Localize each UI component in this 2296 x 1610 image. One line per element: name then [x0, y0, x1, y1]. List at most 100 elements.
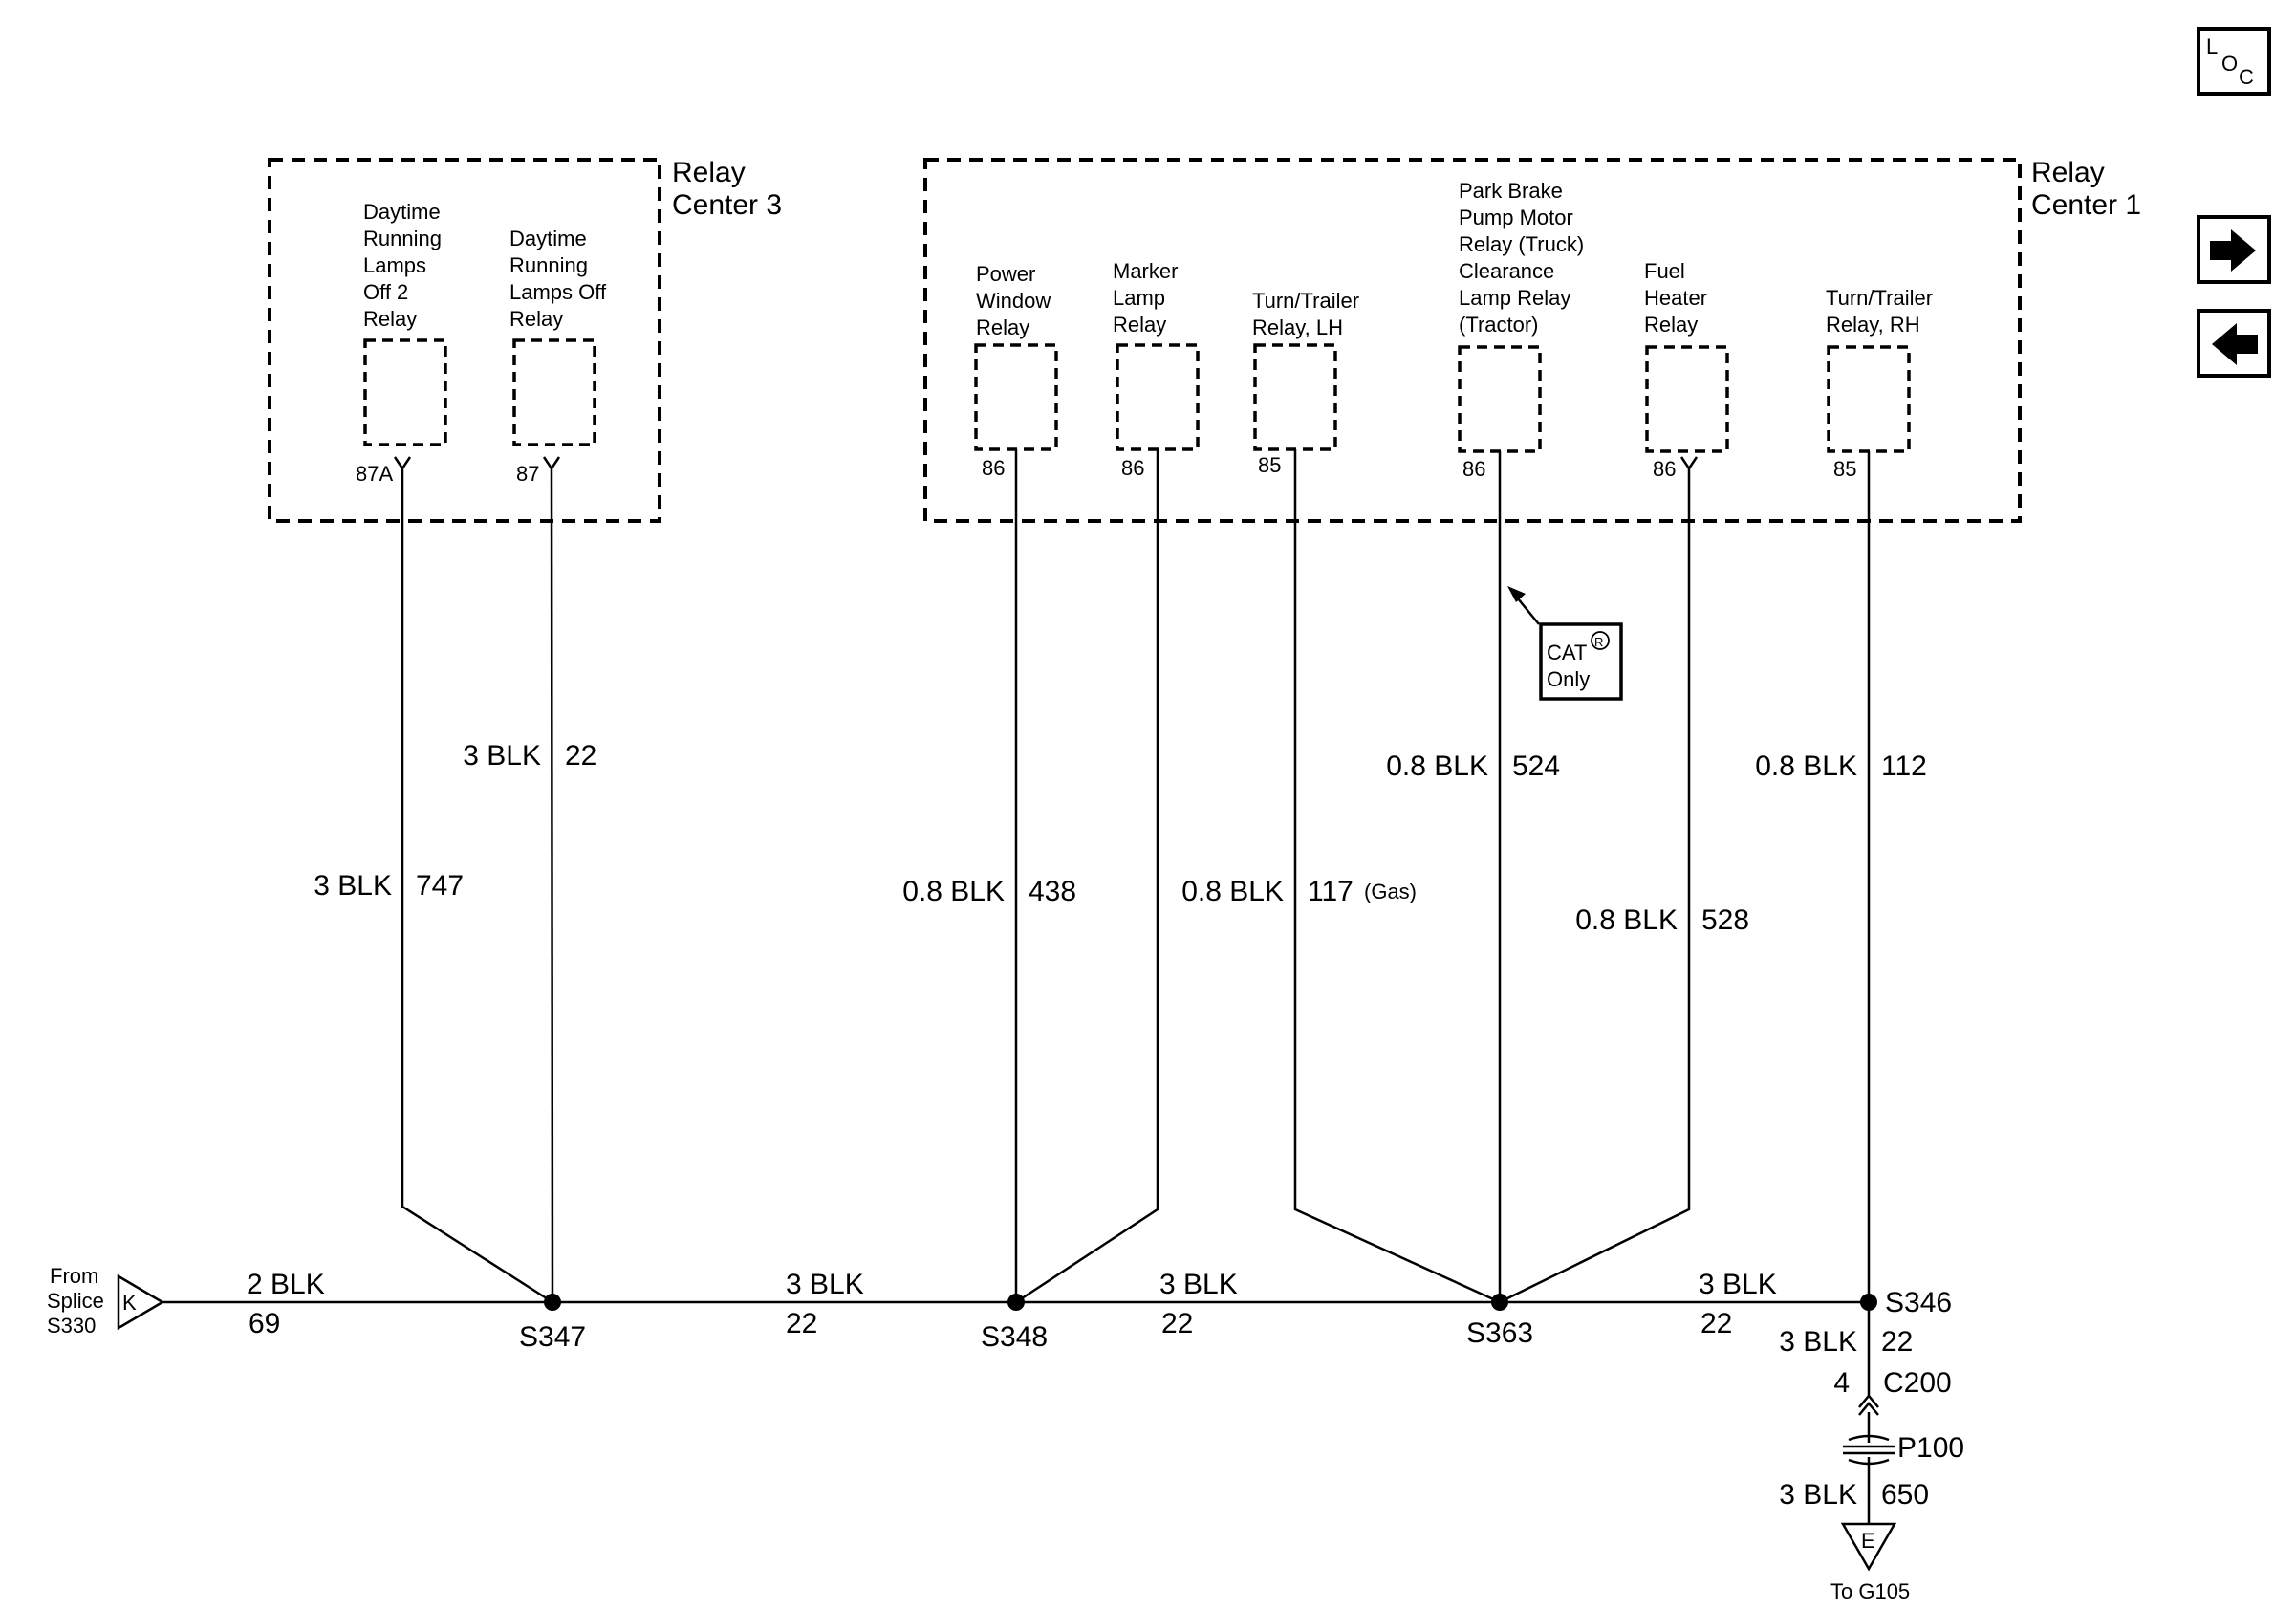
relay-label-line: Relay (Truck)	[1459, 232, 1584, 256]
bus-circuit: 69	[249, 1308, 280, 1339]
bus-gauge: 3 BLK	[1699, 1269, 1777, 1300]
relay-symbol	[1645, 345, 1729, 453]
splice-label: S346	[1885, 1287, 1952, 1318]
bus-label-22-c: 3 BLK 22	[1699, 1269, 1777, 1339]
wire-label-22-drl: 3 BLK 22	[463, 740, 596, 772]
ground-run: 3 BLK 22 4 C200 P100 3 BLK 650 E To G105	[1779, 1326, 1964, 1603]
arrow-right-icon	[2210, 229, 2256, 272]
wire-note: (Gas)	[1364, 880, 1417, 903]
wire-circuit: 117	[1308, 876, 1354, 907]
cat-note-line2: Only	[1547, 667, 1590, 691]
splice-s346: S346	[1860, 1287, 1952, 1318]
splice-label: S348	[981, 1321, 1048, 1353]
connector-triangle-icon	[117, 1273, 165, 1331]
from-splice-line2: Splice	[47, 1289, 104, 1313]
relay-center-3-label-line1: Relay	[672, 157, 746, 188]
next-page-button[interactable]	[2197, 215, 2271, 284]
wire-label-528: 0.8 BLK 528	[1575, 904, 1749, 936]
relay-label-line: Running	[509, 253, 588, 277]
relay-label-line: (Tractor)	[1459, 313, 1539, 337]
relay-label-line: Relay	[1644, 313, 1698, 337]
from-splice-s330: From Splice S330 K	[47, 1264, 165, 1338]
relay-pin: 85	[1258, 453, 1281, 477]
relay-label-line: Fuel	[1644, 259, 1685, 283]
wire-circuit: 747	[416, 870, 464, 902]
bus-label-22-b: 3 BLK 22	[1159, 1269, 1238, 1339]
relay-label-line: Lamp Relay	[1459, 286, 1570, 310]
relay-label-line: Turn/Trailer	[1252, 289, 1359, 313]
loc-button[interactable]: L O C	[2197, 27, 2271, 96]
relay-turn-trailer-rh: Turn/Trailer Relay, RH 85	[1826, 286, 1933, 481]
relay-drl-off: Daytime Running Lamps Off Relay 87	[509, 227, 607, 486]
bus-gauge: 3 BLK	[1159, 1269, 1238, 1300]
loc-letter-c: C	[2239, 65, 2254, 89]
relay-label-line: Heater	[1644, 286, 1707, 310]
relay-label-line: Running	[363, 227, 442, 250]
wire-gauge: 0.8 BLK	[1181, 876, 1284, 907]
bus-label-22-a: 3 BLK 22	[786, 1269, 864, 1339]
splice-label: S347	[519, 1321, 586, 1353]
cat-only-note: CAT R Only	[1507, 586, 1623, 701]
bus-circuit: 22	[1700, 1308, 1732, 1339]
relay-pin: 86	[982, 456, 1005, 480]
relay-pin: 85	[1833, 457, 1856, 481]
relay-label-line: Relay	[976, 315, 1029, 339]
relay-center-1-label-line1: Relay	[2031, 157, 2105, 188]
relay-label-line: Relay	[363, 307, 417, 331]
wire-label-438: 0.8 BLK 438	[902, 876, 1076, 907]
relay-pin: 87	[516, 462, 539, 486]
relay-label-line: Window	[976, 289, 1051, 313]
relay-label-line: Lamp	[1113, 286, 1165, 310]
wire-circuit: 524	[1512, 751, 1560, 782]
relay-pin: 86	[1462, 457, 1485, 481]
relay-label-line: Relay, RH	[1826, 313, 1920, 337]
relay-symbol	[1458, 345, 1542, 453]
relay-symbol	[512, 338, 596, 446]
relay-label-line: Off 2	[363, 280, 408, 304]
wire-paths	[162, 449, 1871, 1524]
relay-power-window: Power Window Relay 86	[974, 262, 1058, 480]
loc-letter-l: L	[2206, 34, 2218, 58]
relay-pin: 87A	[356, 462, 393, 486]
wire-gauge: 0.8 BLK	[902, 876, 1005, 907]
relay-pin: 86	[1653, 457, 1676, 481]
relay-symbol	[974, 343, 1058, 451]
wire-label-117: 0.8 BLK 117 (Gas)	[1181, 876, 1417, 907]
relay-label-line: Relay	[1113, 313, 1166, 337]
wire-gauge: 3 BLK	[314, 870, 392, 902]
wire-circuit: 438	[1029, 876, 1076, 907]
connector-letter: K	[122, 1291, 137, 1315]
relay-symbol	[363, 338, 447, 446]
relay-center-1-label-line2: Center 1	[2031, 189, 2141, 221]
terminal-symbols	[393, 456, 1699, 471]
relay-label-line: Pump Motor	[1459, 206, 1573, 229]
ground-gauge-2: 3 BLK	[1779, 1479, 1857, 1511]
from-splice-line1: From	[50, 1264, 98, 1288]
wire-gauge: 3 BLK	[463, 740, 541, 772]
wire-label-524: 0.8 BLK 524	[1386, 751, 1560, 782]
relay-label-line: Relay	[509, 307, 563, 331]
bus-label-69: 2 BLK 69	[247, 1269, 325, 1339]
connector-pin: 4	[1833, 1367, 1850, 1399]
relay-center-1-box	[923, 158, 2022, 523]
ground-gauge-1: 3 BLK	[1779, 1326, 1857, 1358]
relay-symbol	[1253, 343, 1337, 451]
relay-label-line: Daytime	[363, 200, 441, 224]
relay-park-brake-clearance: Park Brake Pump Motor Relay (Truck) Clea…	[1458, 179, 1584, 481]
relay-symbol	[1827, 345, 1911, 453]
relay-fuel-heater: Fuel Heater Relay 86	[1644, 259, 1729, 481]
relay-label-line: Turn/Trailer	[1826, 286, 1933, 310]
previous-page-button[interactable]	[2197, 309, 2271, 378]
relay-drl-off-2: Daytime Running Lamps Off 2 Relay 87A	[356, 200, 447, 486]
splice-s347: S347	[519, 1294, 586, 1353]
wire-label-112: 0.8 BLK 112	[1755, 751, 1927, 782]
splice-s363: S363	[1466, 1294, 1533, 1349]
relay-turn-trailer-lh: Turn/Trailer Relay, LH 85	[1252, 289, 1359, 477]
ground-letter: E	[1861, 1529, 1875, 1553]
loc-letter-o: O	[2221, 52, 2238, 76]
ground-circuit-1: 22	[1881, 1326, 1913, 1358]
ground-destination: To G105	[1830, 1579, 1910, 1603]
wire-label-747: 3 BLK 747	[314, 870, 464, 902]
wire-gauge: 0.8 BLK	[1575, 904, 1678, 936]
